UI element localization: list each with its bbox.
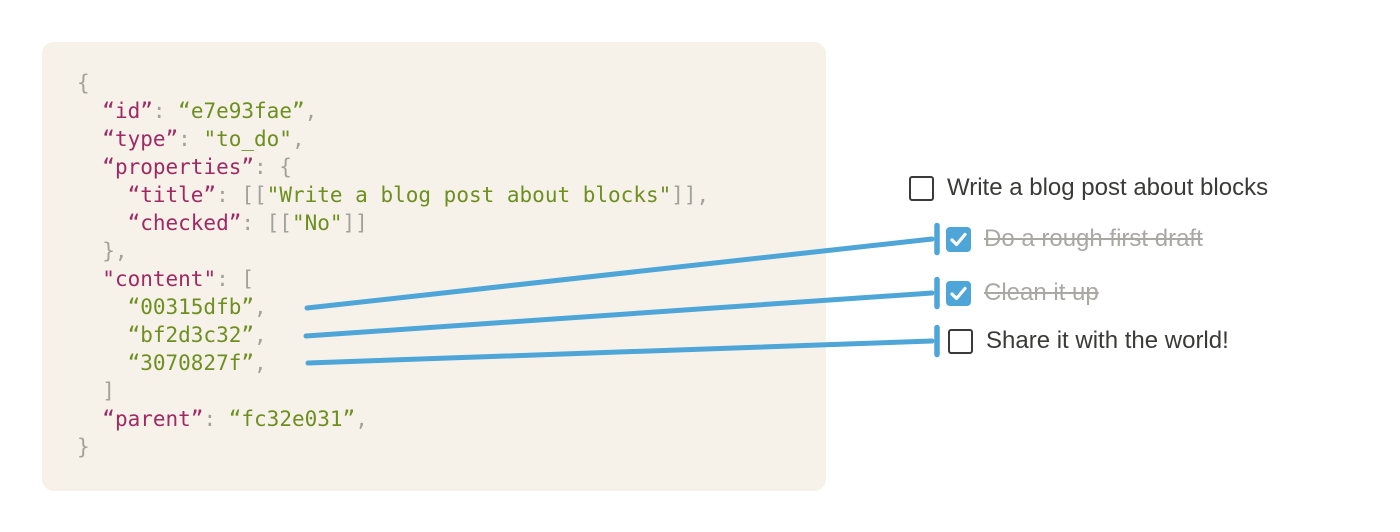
code-token-key: “properties” bbox=[102, 155, 255, 179]
code-line: }, bbox=[77, 237, 826, 265]
code-line: "content": [ bbox=[77, 265, 826, 293]
code-token-punct: , bbox=[254, 323, 267, 347]
code-token-punct: , bbox=[254, 351, 267, 375]
code-line: “parent”: “fc32e031”, bbox=[77, 405, 826, 433]
todo-label: Write a blog post about blocks bbox=[947, 174, 1269, 201]
code-line: “bf2d3c32”, bbox=[77, 321, 826, 349]
code-line: ] bbox=[77, 377, 826, 405]
code-line: “properties”: { bbox=[77, 153, 826, 181]
check-icon bbox=[950, 232, 967, 246]
todo-item: Do a rough first draft bbox=[946, 225, 1203, 252]
code-token-punct: , bbox=[304, 99, 318, 123]
checkbox-unchecked[interactable] bbox=[948, 328, 973, 354]
code-token-punct: ] bbox=[77, 379, 115, 403]
code-line: “title”: [["Write a blog post about bloc… bbox=[77, 181, 826, 209]
code-line: “checked”: [["No"]] bbox=[77, 209, 826, 237]
code-token-punct: } bbox=[77, 435, 90, 459]
todo-label: Share it with the world! bbox=[986, 327, 1229, 354]
todo-label: Clean it up bbox=[984, 279, 1099, 306]
code-token-string: “fc32e031” bbox=[228, 407, 356, 431]
code-block: { “id”: “e7e93fae”, “type”: "to_do", “pr… bbox=[77, 69, 826, 461]
code-line: } bbox=[77, 433, 826, 461]
code-token-punct: , bbox=[254, 295, 267, 319]
code-token-punct: , bbox=[291, 127, 305, 151]
code-token-string: "to_do" bbox=[203, 127, 292, 151]
checkbox-checked[interactable] bbox=[946, 280, 971, 306]
code-token-key: “id” bbox=[102, 99, 153, 123]
code-line: { bbox=[77, 69, 826, 97]
code-token-punct: ]] bbox=[342, 211, 368, 235]
code-token-string: “00315dfb” bbox=[127, 295, 255, 319]
code-token-string: “bf2d3c32” bbox=[127, 323, 255, 347]
code-line: “type”: "to_do", bbox=[77, 125, 826, 153]
code-token-string: "Write a blog post about blocks" bbox=[266, 183, 672, 207]
todo-item: Share it with the world! bbox=[948, 327, 1229, 354]
code-token-string: "No" bbox=[291, 211, 343, 235]
todo-item: Write a blog post about blocks bbox=[909, 174, 1269, 201]
code-token-key: “type” bbox=[102, 127, 179, 151]
code-token-punct: ]], bbox=[671, 183, 710, 207]
code-token-string: “3070827f” bbox=[127, 351, 255, 375]
code-token-key: “title” bbox=[127, 183, 217, 207]
code-token-punct: : [ bbox=[216, 267, 255, 291]
code-token-string: “e7e93fae” bbox=[178, 99, 305, 123]
code-token-punct: { bbox=[77, 71, 90, 95]
code-token-punct: : [[ bbox=[241, 211, 292, 235]
todo-item: Clean it up bbox=[946, 279, 1099, 306]
code-token-key: “checked” bbox=[127, 211, 242, 235]
code-token-punct: : bbox=[203, 407, 229, 431]
code-token-key: “parent” bbox=[102, 407, 204, 431]
code-line: “id”: “e7e93fae”, bbox=[77, 97, 826, 125]
check-icon bbox=[950, 286, 967, 300]
code-token-punct: : { bbox=[254, 155, 292, 179]
code-token-punct: : bbox=[178, 127, 204, 151]
code-token-punct: : bbox=[152, 99, 179, 123]
todo-label: Do a rough first draft bbox=[984, 225, 1203, 252]
code-line: “00315dfb”, bbox=[77, 293, 826, 321]
code-token-punct: }, bbox=[77, 239, 128, 263]
checkbox-checked[interactable] bbox=[946, 226, 971, 252]
checkbox-unchecked[interactable] bbox=[909, 175, 934, 201]
code-token-punct: : [[ bbox=[216, 183, 267, 207]
code-token-punct: , bbox=[355, 407, 368, 431]
code-token-key: "content" bbox=[102, 267, 217, 291]
code-line: “3070827f”, bbox=[77, 349, 826, 377]
